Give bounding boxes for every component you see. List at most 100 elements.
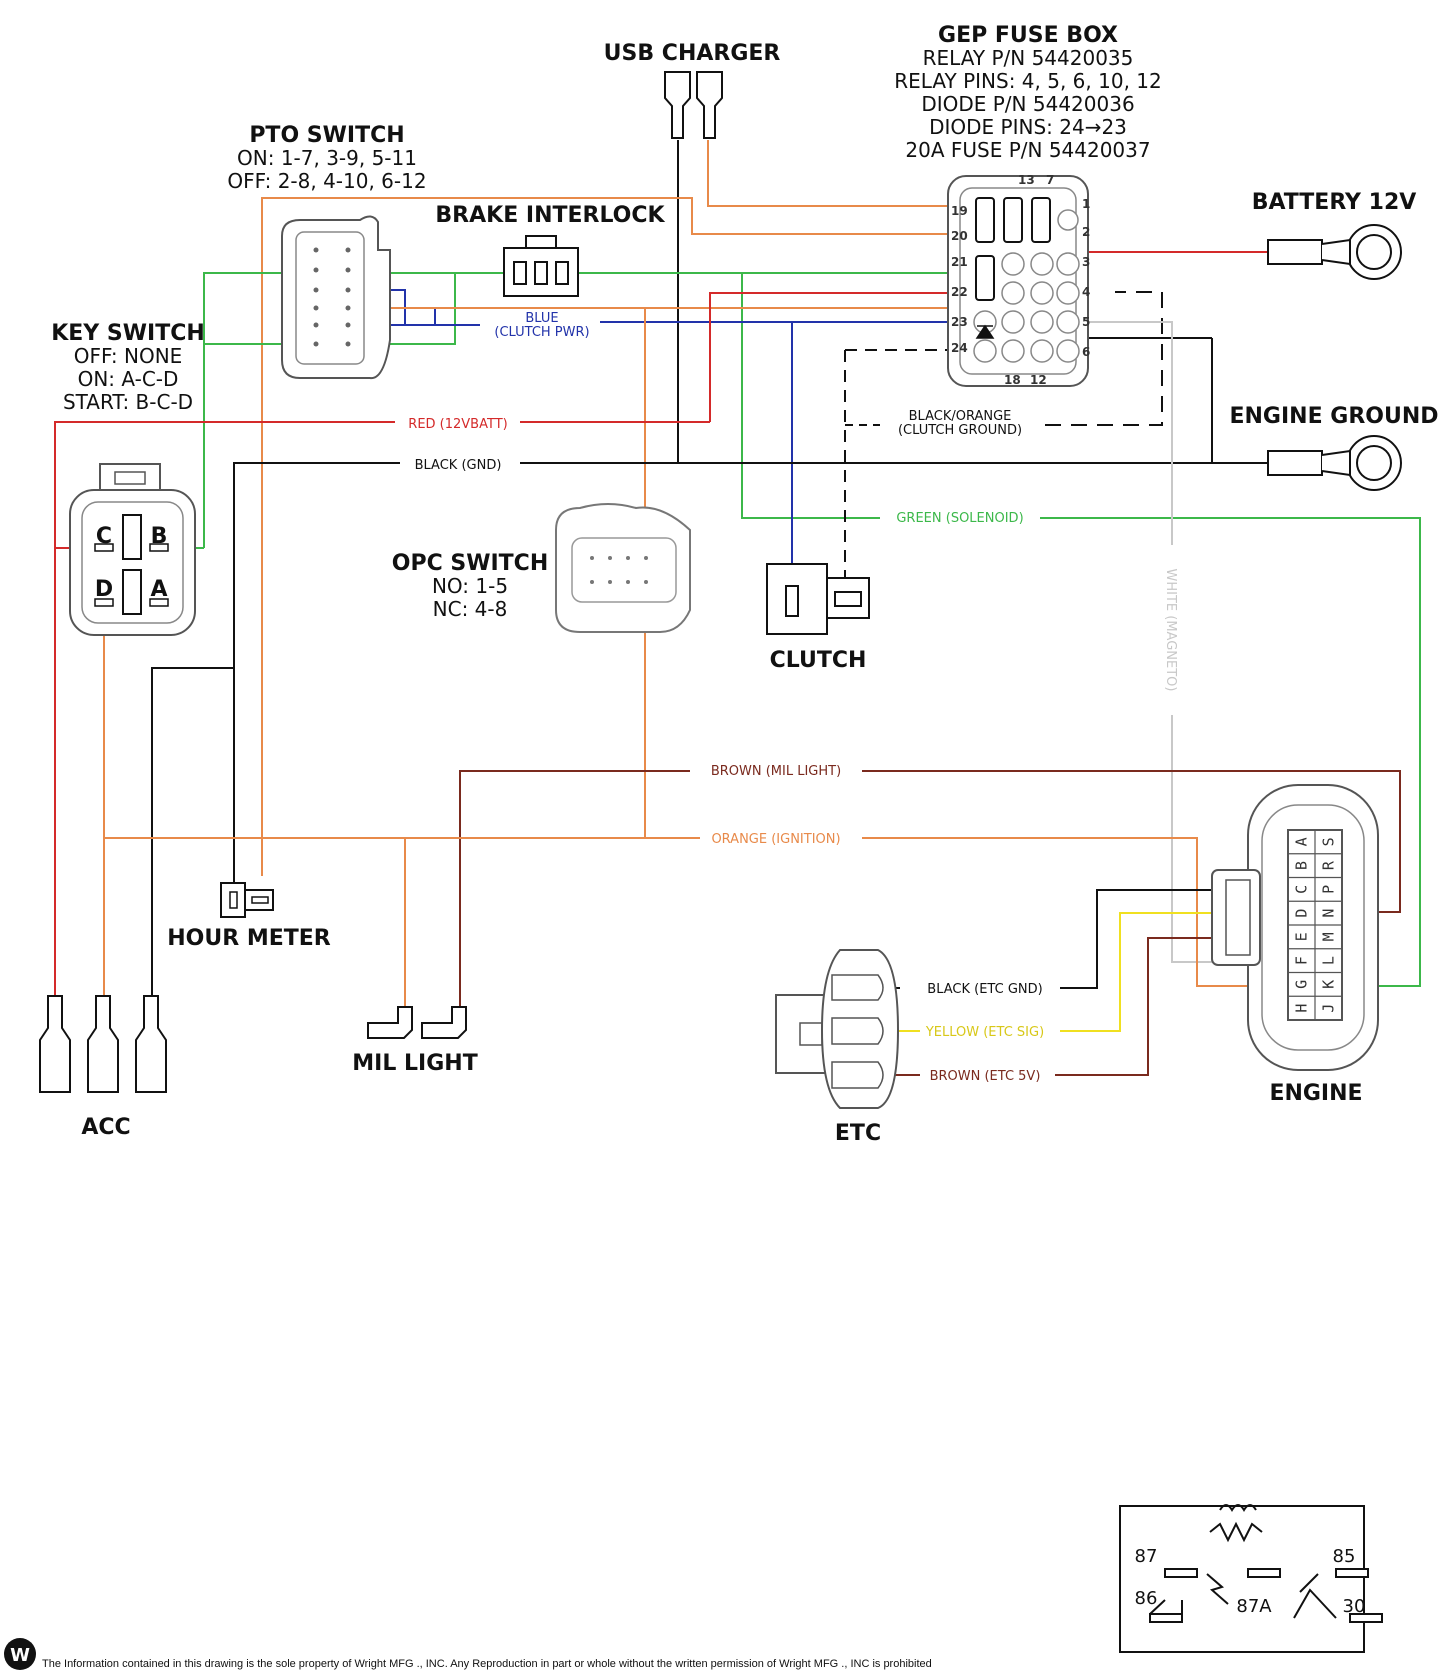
relay-switch-87a bbox=[1206, 1573, 1229, 1605]
fuse-slot-2 bbox=[1003, 197, 1023, 243]
opc-line-1: NO: 1-5 bbox=[432, 574, 508, 598]
engine-pin-right-l: L bbox=[1320, 956, 1338, 965]
label-blue: BLUE bbox=[525, 311, 558, 326]
key-switch: KEY SWITCH OFF: NONE ON: A-C-D START: B-… bbox=[51, 321, 205, 636]
pto-pins bbox=[313, 247, 351, 347]
wire-orange-pto-fuse bbox=[261, 197, 950, 876]
relay-pin-87: 87 bbox=[1135, 1546, 1158, 1567]
key-slot-top bbox=[122, 514, 142, 560]
fuse-box-line-4: DIODE PINS: 24→23 bbox=[929, 115, 1127, 139]
relay-pin-85b-terminal bbox=[1335, 1568, 1369, 1578]
fuse-pin-21: 21 bbox=[951, 255, 968, 269]
usb-terminal-right bbox=[696, 71, 723, 139]
opc-connector-inner bbox=[571, 537, 677, 603]
key-title: KEY SWITCH bbox=[51, 321, 205, 346]
key-pin-b-terminal bbox=[149, 543, 169, 552]
fuse-box-line-5: 20A FUSE P/N 54420037 bbox=[905, 138, 1150, 162]
relay-pin-30: 30 bbox=[1343, 1596, 1366, 1617]
fuse-pin-18: 18 bbox=[1004, 373, 1021, 387]
wright-logo bbox=[4, 1638, 36, 1670]
engine-inner bbox=[1261, 804, 1365, 1051]
label-brown-mil: BROWN (MIL LIGHT) bbox=[711, 764, 841, 779]
brake-interlock: BRAKE INTERLOCK bbox=[435, 203, 666, 297]
etc-lobe-2 bbox=[831, 1017, 884, 1045]
fuse-box-sockets bbox=[973, 209, 1080, 363]
ground-terminal bbox=[1267, 450, 1323, 476]
engine-pin-right-j: J bbox=[1320, 1004, 1338, 1013]
relay-legend-frame bbox=[1119, 1505, 1365, 1653]
wire-black-gnd-left bbox=[233, 462, 400, 883]
pto-line-2: OFF: 2-8, 4-10, 6-12 bbox=[227, 169, 426, 193]
relay-pin-30-terminal bbox=[1349, 1613, 1383, 1623]
brake-tab bbox=[525, 235, 557, 249]
fuse-slot-4 bbox=[975, 255, 995, 301]
fuse-box-title: GEP FUSE BOX bbox=[938, 23, 1118, 48]
engine-pin-left-f: F bbox=[1293, 956, 1311, 965]
label-red: RED (12VBATT) bbox=[408, 417, 507, 432]
pto-switch: PTO SWITCH ON: 1-7, 3-9, 5-11 OFF: 2-8, … bbox=[227, 123, 427, 380]
fuse-pin-6: 6 bbox=[1082, 345, 1090, 359]
opc-connector-body bbox=[555, 503, 691, 633]
label-orange-ign: ORANGE (IGNITION) bbox=[711, 832, 840, 847]
wire-green-solenoid bbox=[741, 273, 880, 519]
engine-pin-left-h: H bbox=[1293, 1004, 1311, 1013]
fuse-box-line-1: RELAY P/N 54420035 bbox=[923, 46, 1134, 70]
acc-terminal-3 bbox=[135, 995, 167, 1093]
engine-pin-left-b: B bbox=[1293, 861, 1311, 870]
fuse-pin-23: 23 bbox=[951, 315, 968, 329]
fuse-pin-22: 22 bbox=[951, 285, 968, 299]
relay-pin-85: 85 bbox=[1333, 1546, 1356, 1567]
key-line-2: ON: A-C-D bbox=[78, 367, 179, 391]
engine-pin-right-k: K bbox=[1320, 980, 1338, 989]
relay-pin-85-terminal bbox=[1247, 1568, 1281, 1578]
relay-legend: 87 85 86 87A 30 bbox=[1119, 1504, 1383, 1653]
engine-pin-right-r: R bbox=[1320, 860, 1338, 870]
engine-ground: ENGINE GROUND bbox=[1229, 404, 1439, 491]
clutch-title: CLUTCH bbox=[770, 648, 867, 673]
battery-ring-hole bbox=[1356, 234, 1392, 270]
resistor-icon bbox=[1209, 1521, 1263, 1543]
fuse-pin-4: 4 bbox=[1082, 285, 1090, 299]
fuse-pin-1: 1 bbox=[1082, 197, 1090, 211]
label-white: WHITE (MAGNETO) bbox=[1163, 569, 1178, 692]
pto-connector-body bbox=[281, 215, 391, 380]
usb-terminal-left bbox=[664, 71, 691, 139]
opc-pins bbox=[590, 556, 648, 584]
brake-pin-2 bbox=[534, 261, 548, 285]
pto-connector-inner bbox=[295, 231, 365, 365]
wire-red-left bbox=[54, 421, 395, 996]
etc-title: ETC bbox=[835, 1121, 881, 1146]
acc-terminal-2 bbox=[87, 995, 119, 1093]
mil-light-title: MIL LIGHT bbox=[352, 1051, 477, 1076]
opc-switch: OPC SWITCH NO: 1-5 NC: 4-8 bbox=[392, 503, 691, 633]
wire-orange-ign bbox=[103, 837, 700, 996]
wire-black-etc bbox=[1060, 889, 1295, 989]
pto-line-1: ON: 1-7, 3-9, 5-11 bbox=[237, 146, 417, 170]
battery-ring-neck bbox=[1321, 238, 1351, 266]
fuse-box-line-3: DIODE P/N 54420036 bbox=[921, 92, 1134, 116]
relay-pin-86-terminal bbox=[1149, 1613, 1183, 1623]
engine-pin-right-m: M bbox=[1320, 932, 1338, 941]
opc-title: OPC SWITCH bbox=[392, 551, 549, 576]
fuse-slot-1 bbox=[975, 197, 995, 243]
fuse-pin-24: 24 bbox=[951, 341, 968, 355]
engine-pin-right-p: P bbox=[1320, 885, 1338, 894]
key-pin-c-terminal bbox=[94, 543, 114, 552]
etc: ETC bbox=[775, 949, 900, 1146]
key-pin-c: C bbox=[96, 524, 112, 549]
relay-coil-icon bbox=[1219, 1504, 1257, 1512]
fuse-pin-2: 2 bbox=[1082, 225, 1090, 239]
battery-terminal bbox=[1267, 239, 1323, 265]
hour-meter-pin-1 bbox=[229, 891, 238, 909]
fuse-box-line-2: RELAY PINS: 4, 5, 6, 10, 12 bbox=[894, 69, 1161, 93]
etc-lobe-3 bbox=[831, 1061, 884, 1089]
brake-pin-3 bbox=[555, 261, 569, 285]
acc-title: ACC bbox=[81, 1115, 130, 1140]
opc-line-2: NC: 4-8 bbox=[433, 597, 508, 621]
key-body-inner bbox=[81, 501, 184, 624]
label-brown-etc: BROWN (ETC 5V) bbox=[930, 1069, 1041, 1084]
etc-mount-slot bbox=[799, 1022, 823, 1046]
key-slot-bottom bbox=[122, 569, 142, 615]
key-pin-b: B bbox=[151, 524, 168, 549]
